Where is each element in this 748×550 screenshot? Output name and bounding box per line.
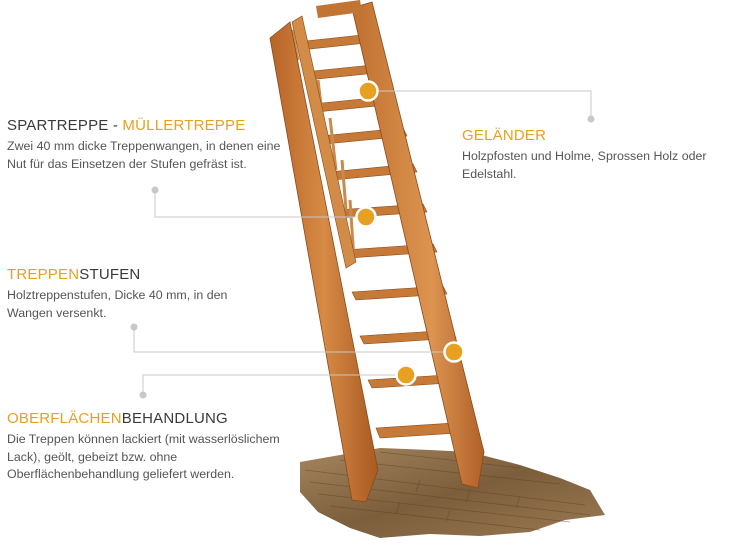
callout-spartreppe-description: Zwei 40 mm dicke Treppenwangen, in denen… xyxy=(7,139,281,171)
callout-oberflaechen-description: Die Treppen können lackiert (mit wasserl… xyxy=(7,432,280,481)
title-plain: BEHANDLUNG xyxy=(121,410,228,427)
callout-treppenstufen-title: TREPPENSTUFEN xyxy=(7,266,267,283)
title-accent: OBERFLÄCHEN xyxy=(7,410,122,427)
endpoint-gelaender xyxy=(587,115,595,123)
callout-gelaender-title: GELÄNDER xyxy=(462,127,742,144)
connector-spartreppe xyxy=(154,190,366,218)
title-plain: SPARTREPPE - xyxy=(7,117,123,134)
callout-gelaender-description: Holzpfosten und Holme, Sprossen Holz ode… xyxy=(462,149,707,181)
callout-treppenstufen: TREPPENSTUFEN Holztreppenstufen, Dicke 4… xyxy=(7,266,267,322)
title-accent: MÜLLERTREPPE xyxy=(122,117,246,134)
callout-gelaender: GELÄNDER Holzpfosten und Holme, Sprossen… xyxy=(462,127,742,183)
callout-spartreppe-title: SPARTREPPE - MÜLLERTREPPE xyxy=(7,117,287,134)
orange-dot-icon xyxy=(443,341,465,363)
endpoint-oberflaechen xyxy=(139,391,147,399)
title-plain: STUFEN xyxy=(79,266,141,283)
orange-dot-icon xyxy=(395,364,417,386)
title-accent: TREPPEN xyxy=(7,266,80,283)
endpoint-spartreppe xyxy=(151,186,159,194)
connector-treppenstufen xyxy=(133,327,454,353)
orange-dot-icon xyxy=(357,80,379,102)
callout-oberflaechen-title: OBERFLÄCHENBEHANDLUNG xyxy=(7,410,312,427)
orange-dot-icon xyxy=(355,206,377,228)
callout-spartreppe: SPARTREPPE - MÜLLERTREPPE Zwei 40 mm dic… xyxy=(7,117,287,173)
endpoint-treppenstufen xyxy=(130,323,138,331)
callout-oberflaechen: OBERFLÄCHENBEHANDLUNG Die Treppen können… xyxy=(7,410,312,484)
callout-treppenstufen-description: Holztreppenstufen, Dicke 40 mm, in den W… xyxy=(7,288,228,320)
connector-gelaender xyxy=(368,90,592,119)
title-accent: GELÄNDER xyxy=(462,127,547,144)
connector-oberflaechen xyxy=(142,374,406,395)
callout-connectors xyxy=(133,90,592,395)
